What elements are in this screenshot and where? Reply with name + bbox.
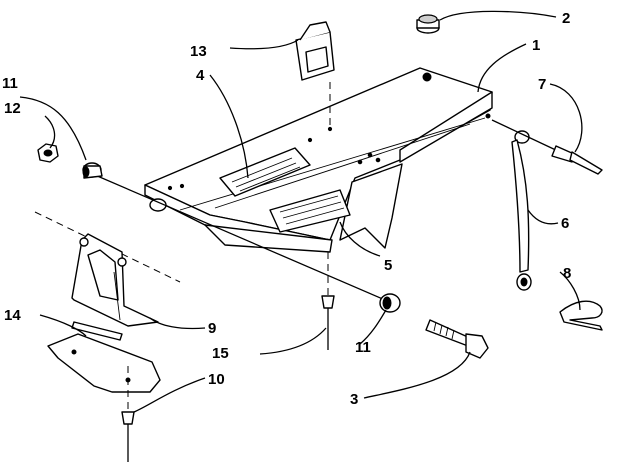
callout-5: 5 [384,257,392,274]
callout-15: 14 [4,307,21,324]
pin-part-7 [491,119,603,175]
callout-14: 15 [212,345,229,362]
callout-labels: 2 1 7 13 4 11 12 6 5 8 14 9 11 15 10 3 [2,10,571,408]
clip-bracket-part-13 [295,21,335,128]
callout-7: 7 [538,76,546,93]
leader-lines [19,10,583,413]
pad-part-15 [47,321,161,393]
base-plate [144,67,493,253]
callout-2: 2 [562,10,570,27]
callout-4: 4 [196,67,205,84]
callout-1: 1 [532,37,540,54]
callout-3: 3 [350,391,358,408]
callout-13: 13 [190,43,207,60]
callout-6: 6 [561,215,569,232]
bushing-part-2 [416,14,440,34]
bushing-part-11-upper [82,162,103,179]
pivot-axis-line [94,174,386,301]
bushing-part-11-lower [379,293,401,313]
callout-11-upper: 11 [2,75,18,92]
nut-part-12 [37,143,59,163]
callout-10: 10 [208,371,225,388]
rivet-part-10 [121,366,135,462]
callout-8: 8 [563,265,571,282]
strap-part-6 [511,130,532,291]
rivet-part-14 [321,252,335,350]
hairpin-clip-part-8 [559,300,603,331]
bolt-part-3 [425,319,489,359]
callout-11-lower: 11 [355,339,371,356]
callout-12: 12 [4,100,21,117]
callout-9: 9 [208,320,216,337]
bracket-part-9 [34,211,181,327]
